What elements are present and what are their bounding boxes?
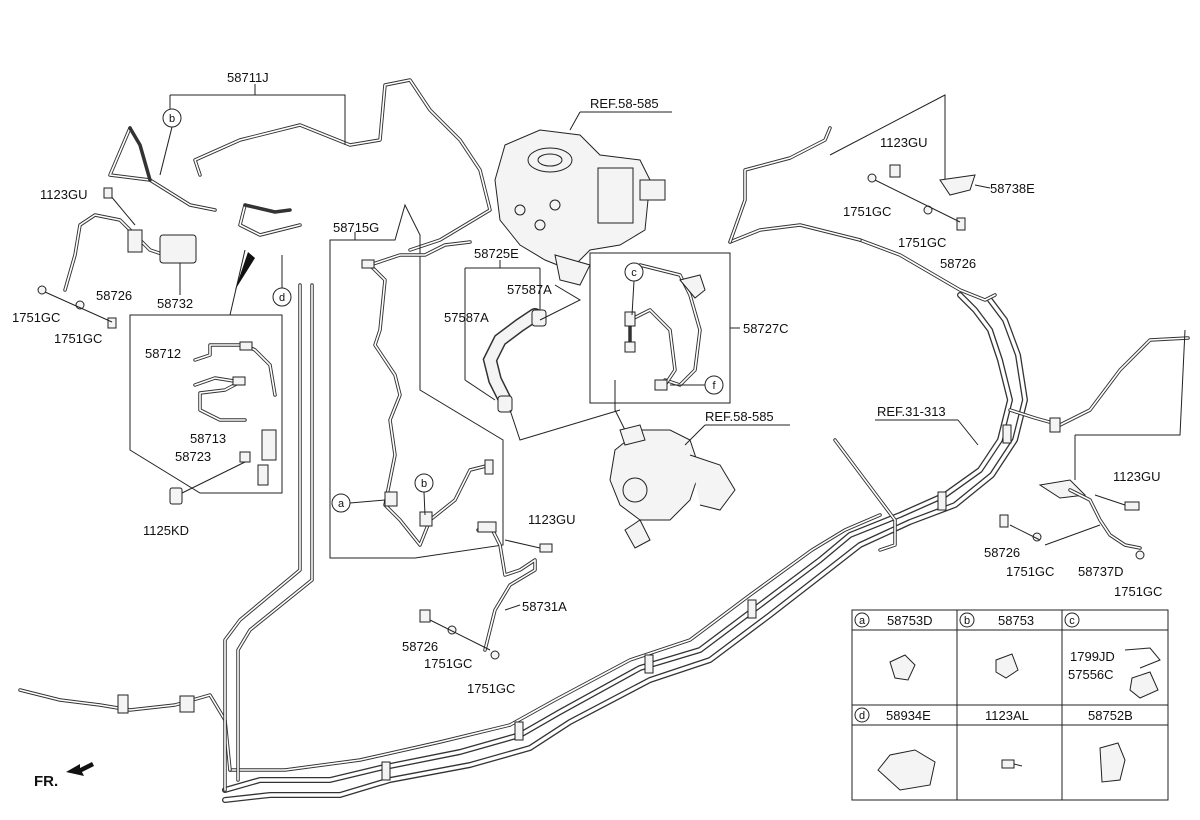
svg-text:f: f xyxy=(712,380,716,392)
svg-text:b: b xyxy=(169,113,175,125)
label-ref-58-585-a: REF.58-585 xyxy=(590,96,659,111)
pointer-triangle xyxy=(235,252,255,290)
main-brake-line-bundle xyxy=(18,126,1190,803)
label-58727C: 58727C xyxy=(743,321,789,336)
svg-text:a: a xyxy=(338,498,345,510)
label-58726-d: 58726 xyxy=(984,545,1020,560)
label-58711J: 58711J xyxy=(227,70,269,85)
label-1125KD: 1125KD xyxy=(143,523,189,538)
label-1751GC-g: 1751GC xyxy=(1006,564,1054,579)
master-cylinder xyxy=(494,111,672,286)
hose-57587A xyxy=(464,260,621,441)
label-58737D: 58737D xyxy=(1078,564,1124,579)
label-58712: 58712 xyxy=(145,346,181,361)
legend-table: a 58753D b 58753 c 1799JD 57556C d 58934… xyxy=(851,609,1169,801)
label-1751GC-d: 1751GC xyxy=(467,681,515,696)
label-58726-c: 58726 xyxy=(940,256,976,271)
line-58727C xyxy=(589,252,740,441)
legend-cell-e: 1123AL xyxy=(985,708,1029,769)
callout-a-mid: a xyxy=(331,493,351,513)
label-58731A: 58731A xyxy=(522,599,567,614)
label-58732: 58732 xyxy=(157,296,193,311)
line-58731A xyxy=(419,521,553,660)
svg-text:c: c xyxy=(631,267,637,279)
line-58715G xyxy=(329,203,504,559)
label-58726-a: 58726 xyxy=(96,288,132,303)
ref-31-313-leader2 xyxy=(957,419,979,446)
label-1751GC-c: 1751GC xyxy=(424,656,472,671)
svg-text:1123AL: 1123AL xyxy=(985,708,1029,723)
label-57587A-b: 57587A xyxy=(444,310,489,325)
callout-c-right: c xyxy=(624,262,644,282)
label-1123GU-d: 1123GU xyxy=(1113,469,1160,484)
legend-cell-a: a 58753D xyxy=(854,612,933,681)
label-58738E: 58738E xyxy=(990,181,1035,196)
svg-text:d: d xyxy=(859,710,865,722)
label-1123GU-c: 1123GU xyxy=(880,135,927,150)
label-1751GC-b: 1751GC xyxy=(54,331,102,346)
label-1123GU-b: 1123GU xyxy=(528,512,575,527)
label-ref-58-585-b: REF.58-585 xyxy=(705,409,774,424)
svg-text:c: c xyxy=(1069,615,1075,627)
svg-text:b: b xyxy=(964,615,970,627)
label-58723: 58723 xyxy=(175,449,211,464)
legend-cell-c: c 1799JD 57556C xyxy=(1064,612,1161,699)
svg-text:1799JD: 1799JD xyxy=(1070,649,1115,664)
line-58732 xyxy=(37,187,197,329)
part-labels: 58711J 1123GU 58732 58726 1751GC 1751GC … xyxy=(12,70,1162,790)
svg-text:58753D: 58753D xyxy=(887,613,933,628)
bracket-58738E xyxy=(829,94,991,231)
abs-module xyxy=(609,424,790,549)
legend-cell-b: b 58753 xyxy=(959,612,1034,679)
label-57587A-a: 57587A xyxy=(507,282,552,297)
inset-58712-58713 xyxy=(129,249,283,505)
callout-b-top: b xyxy=(162,108,182,128)
svg-text:d: d xyxy=(279,292,285,304)
svg-text:58753: 58753 xyxy=(998,613,1034,628)
label-58715G: 58715G xyxy=(333,220,379,235)
callout-d-left: d xyxy=(272,287,292,307)
label-1123GU-a: 1123GU xyxy=(40,187,87,202)
label-ref-31-313: REF.31-313 xyxy=(877,404,946,419)
label-1751GC-h: 1751GC xyxy=(1114,584,1162,599)
legend-cell-f: 58752B xyxy=(1088,708,1133,783)
front-arrow-icon xyxy=(66,762,94,776)
svg-text:a: a xyxy=(859,615,866,627)
label-1751GC-e: 1751GC xyxy=(843,204,891,219)
label-58726-b: 58726 xyxy=(402,639,438,654)
callout-b-mid: b xyxy=(414,473,434,493)
label-1751GC-f: 1751GC xyxy=(898,235,946,250)
svg-text:58934E: 58934E xyxy=(886,708,931,723)
legend-cell-d: d 58934E xyxy=(854,707,936,791)
bracket-58737D xyxy=(999,329,1186,560)
label-58713: 58713 xyxy=(190,431,226,446)
label-58725E: 58725E xyxy=(474,246,519,261)
svg-text:58752B: 58752B xyxy=(1088,708,1133,723)
label-1751GC-a: 1751GC xyxy=(12,310,60,325)
svg-text:b: b xyxy=(421,478,427,490)
line-58711J xyxy=(108,78,492,252)
svg-text:57556C: 57556C xyxy=(1068,667,1114,682)
callout-f-right: f xyxy=(704,375,724,395)
label-fr: FR. xyxy=(34,773,58,790)
